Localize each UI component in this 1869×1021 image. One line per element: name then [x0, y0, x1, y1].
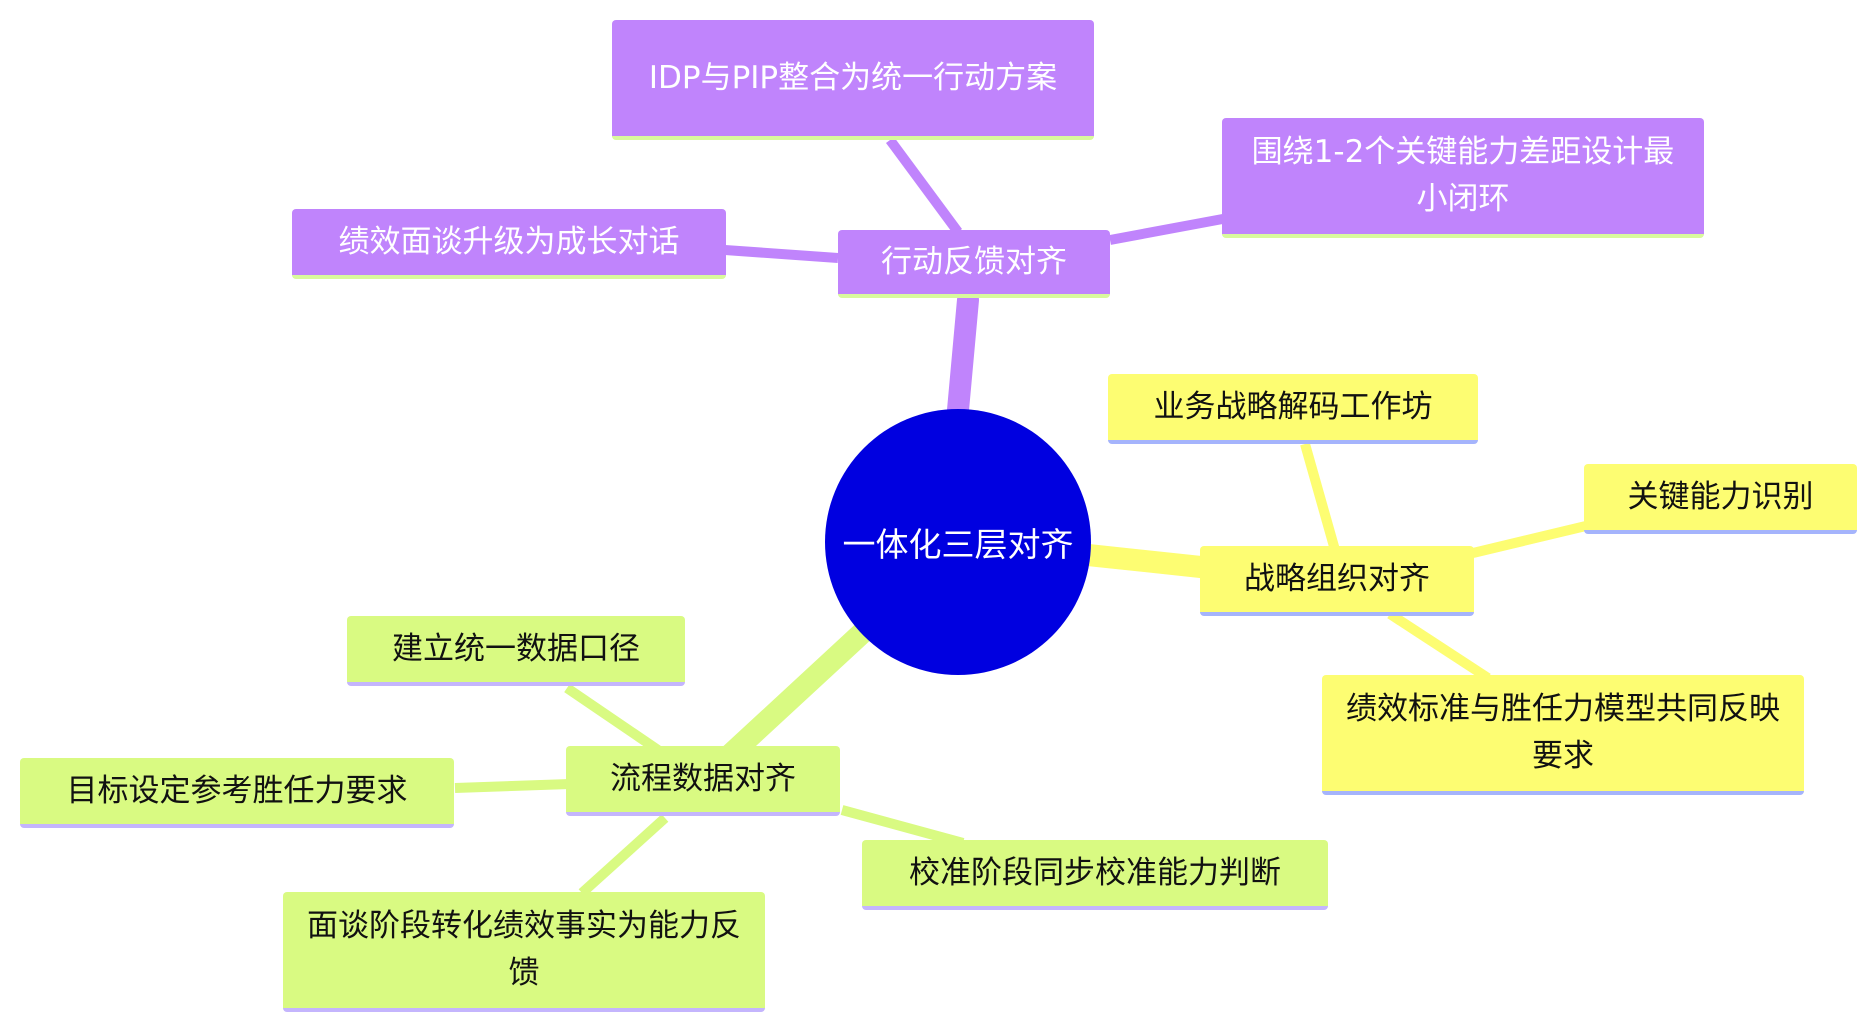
leaf-node-growth-talk[interactable]: 绩效面谈升级为成长对话 [292, 209, 726, 279]
leaf-node-standard-model[interactable]: 绩效标准与胜任力模型共同反映要求 [1322, 675, 1804, 795]
branch-node-strategy-org[interactable]: 战略组织对齐 [1200, 546, 1474, 616]
edge-strategy-ability [1471, 520, 1592, 558]
branch-node-action-feedback[interactable]: 行动反馈对齐 [838, 230, 1110, 298]
branch-label: 流程数据对齐 [610, 760, 796, 797]
leaf-label: IDP与PIP整合为统一行动方案 [648, 59, 1058, 96]
leaf-node-key-ability[interactable]: 关键能力识别 [1584, 464, 1857, 534]
leaf-label: 绩效面谈升级为成长对话 [338, 223, 680, 260]
leaf-label: 关键能力识别 [1627, 478, 1814, 515]
leaf-label: 建立统一数据口径 [392, 630, 640, 667]
leaf-node-idp-pip[interactable]: IDP与PIP整合为统一行动方案 [612, 20, 1094, 140]
edge-process-interview [578, 814, 669, 897]
leaf-label: 目标设定参考胜任力要求 [66, 772, 408, 809]
edge-root-action [947, 289, 979, 421]
edge-root-strategy [1077, 544, 1221, 579]
edge-strategy-workshop [1300, 442, 1340, 552]
leaf-node-interview-stage[interactable]: 面谈阶段转化绩效事实为能力反馈 [283, 892, 765, 1012]
edge-action-loop [1109, 213, 1229, 245]
edge-process-data [564, 683, 661, 755]
edge-process-calibrate [840, 805, 965, 848]
branch-label: 战略组织对齐 [1244, 560, 1430, 597]
edge-strategy-model [1387, 609, 1491, 683]
leaf-node-min-loop[interactable]: 围绕1-2个关键能力差距设计最小闭环 [1222, 118, 1704, 238]
branch-label: 行动反馈对齐 [881, 243, 1067, 280]
leaf-node-calibration-stage[interactable]: 校准阶段同步校准能力判断 [862, 840, 1328, 910]
leaf-label: 业务战略解码工作坊 [1153, 388, 1433, 425]
root-node[interactable]: 一体化三层对齐 [825, 409, 1091, 675]
edge-action-idp [885, 137, 963, 235]
edge-process-target [454, 779, 571, 793]
leaf-label: 围绕1-2个关键能力差距设计最小闭环 [1251, 134, 1675, 217]
leaf-label: 校准阶段同步校准能力判断 [909, 854, 1281, 891]
leaf-node-unified-data[interactable]: 建立统一数据口径 [347, 616, 685, 686]
leaf-node-strategy-workshop[interactable]: 业务战略解码工作坊 [1108, 374, 1478, 444]
leaf-node-target-setting[interactable]: 目标设定参考胜任力要求 [20, 758, 454, 828]
root-label: 一体化三层对齐 [842, 525, 1074, 564]
edge-root-process [719, 622, 873, 766]
edge-action-talk [724, 245, 839, 263]
branch-node-process-data[interactable]: 流程数据对齐 [566, 746, 840, 816]
leaf-label: 面谈阶段转化绩效事实为能力反馈 [307, 908, 741, 991]
leaf-label: 绩效标准与胜任力模型共同反映要求 [1346, 691, 1780, 774]
